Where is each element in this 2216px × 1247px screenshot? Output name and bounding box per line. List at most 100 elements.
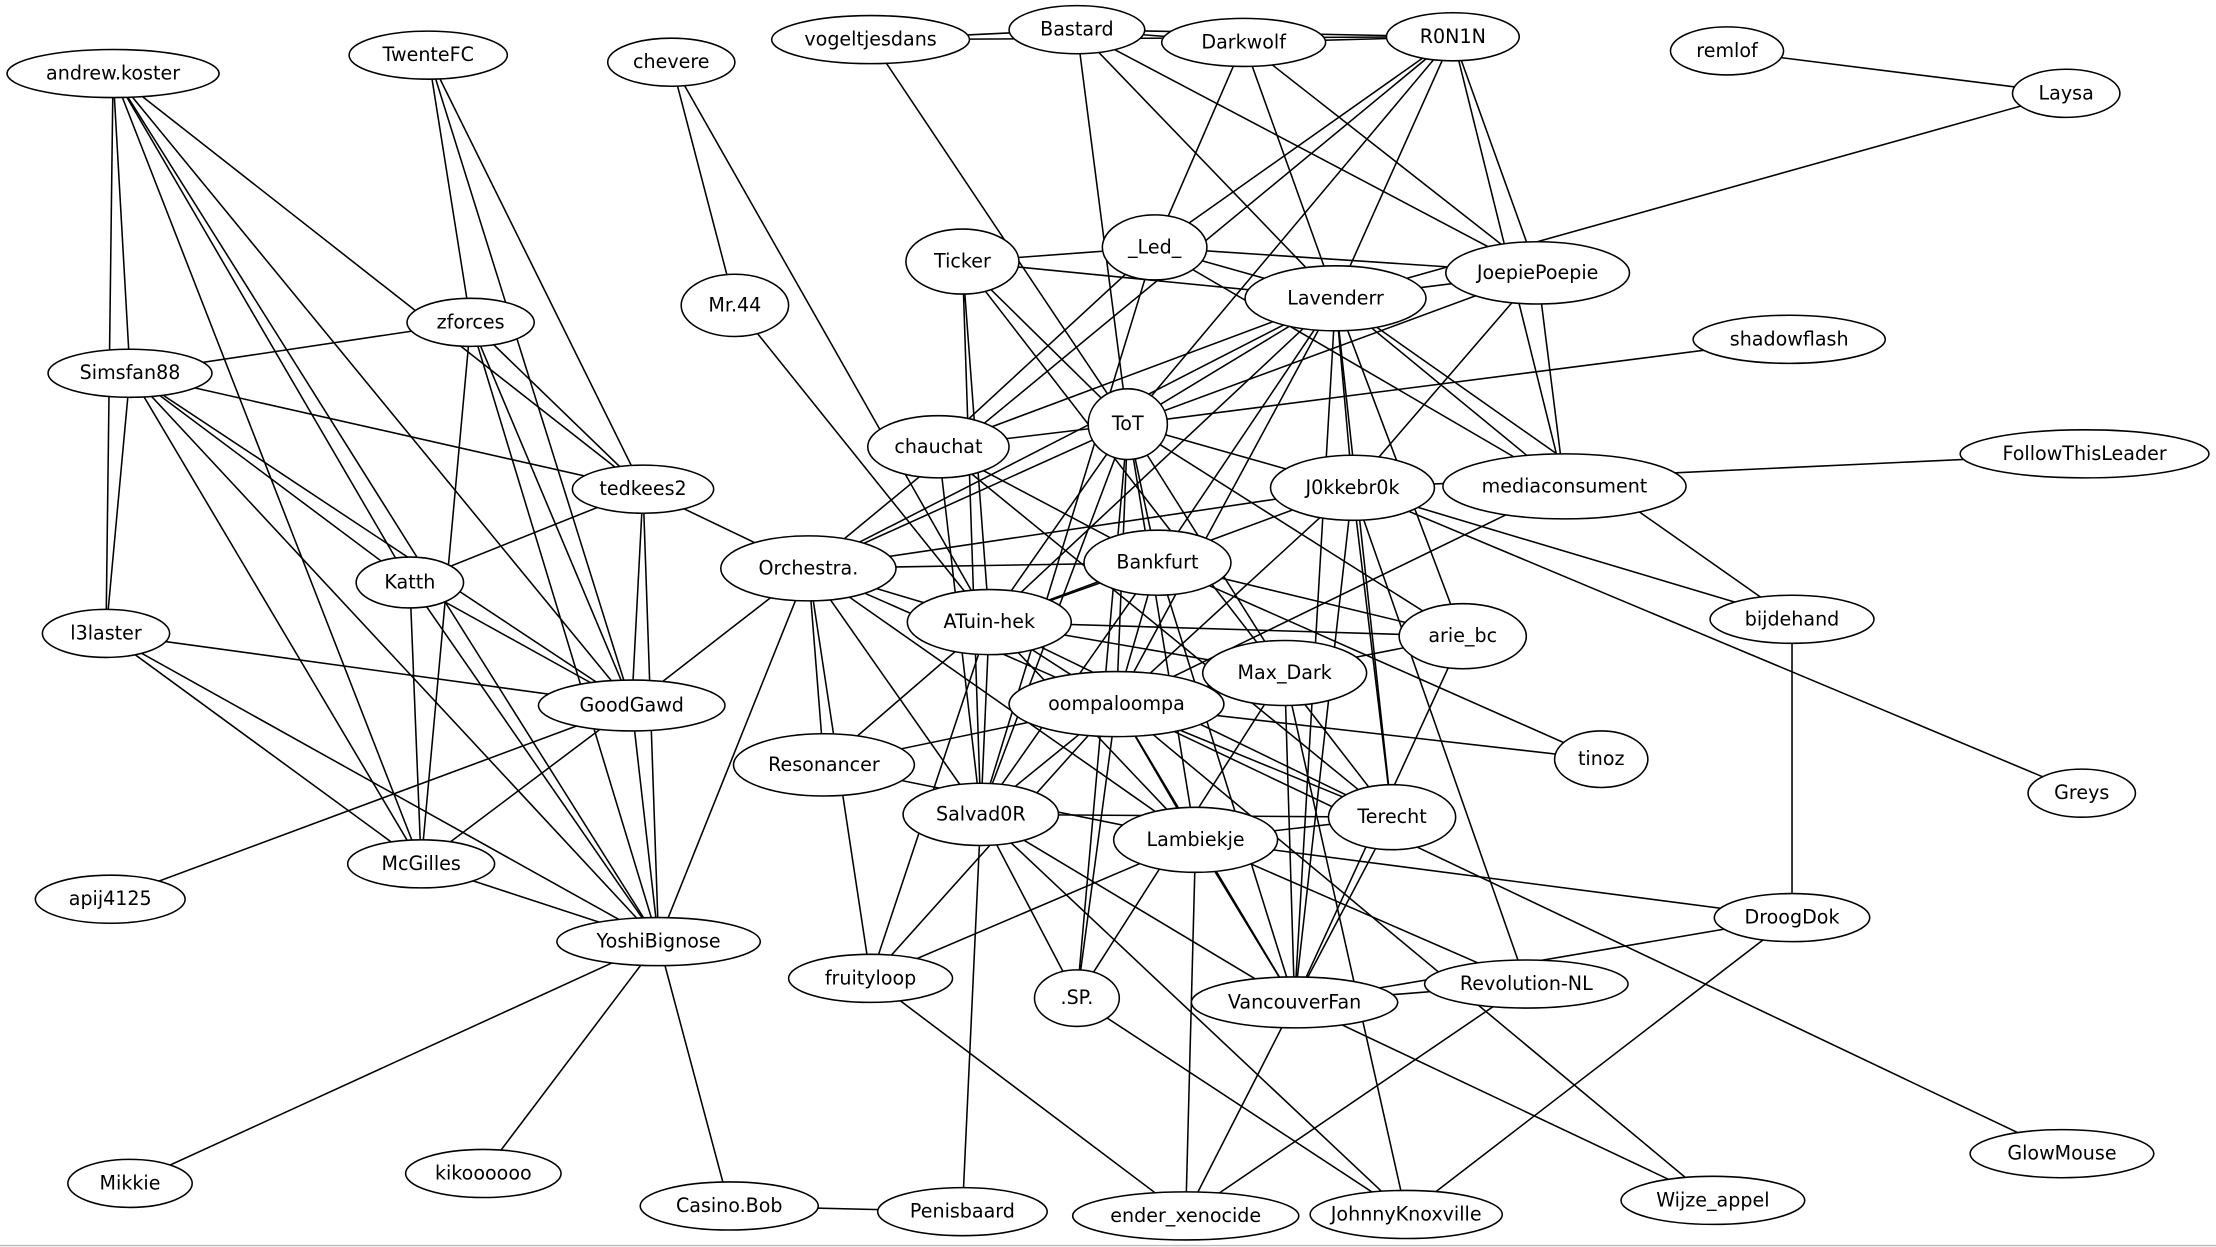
node-ellipse[interactable] <box>1713 892 1871 943</box>
node-ellipse[interactable] <box>1112 806 1279 874</box>
node-ellipse[interactable] <box>1620 1175 1806 1226</box>
node-ellipse[interactable] <box>1553 730 1649 789</box>
node-bastard[interactable]: Bastard <box>1008 4 1146 55</box>
node-ellipse[interactable] <box>537 679 726 732</box>
node-ellipse[interactable] <box>606 37 736 88</box>
node-ellipse[interactable] <box>1244 265 1427 332</box>
node-ellipse[interactable] <box>1385 11 1521 62</box>
node-ellipse[interactable] <box>34 874 186 925</box>
node-tinoz[interactable]: tinoz <box>1553 730 1649 789</box>
node-ellipse[interactable] <box>787 953 954 1004</box>
node-ellipse[interactable] <box>866 414 1010 479</box>
node-shadowflash[interactable]: shadowflash <box>1692 314 1887 365</box>
node-resonancer[interactable]: Resonancer <box>732 733 916 797</box>
node-ellipse[interactable] <box>1160 17 1327 68</box>
node-darkwolf[interactable]: Darkwolf <box>1160 17 1327 68</box>
node-ellipse[interactable] <box>1071 1191 1300 1241</box>
node-salvad0r[interactable]: Salvad0R <box>902 782 1060 847</box>
node-andrew-koster[interactable]: andrew.koster <box>6 48 220 99</box>
node-ellipse[interactable] <box>680 273 790 338</box>
node-ellipse[interactable] <box>355 556 465 609</box>
node-ellipse[interactable] <box>876 1186 1049 1237</box>
node-zforces[interactable]: zforces <box>406 297 535 348</box>
node-ellipse[interactable] <box>1327 783 1457 851</box>
node-ellipse[interactable] <box>1190 976 1399 1029</box>
node-ellipse[interactable] <box>719 535 897 602</box>
node-ellipse[interactable] <box>902 782 1060 847</box>
node-joepiepoepie[interactable]: JoepiePoepie <box>1444 240 1631 305</box>
node-ellipse[interactable] <box>905 228 1020 295</box>
node-orchestra[interactable]: Orchestra. <box>719 535 897 602</box>
node-kikoooooo[interactable]: kikoooooo <box>404 1148 562 1199</box>
node-ellipse[interactable] <box>67 1158 193 1209</box>
node-mr-44[interactable]: Mr.44 <box>680 273 790 338</box>
node-led[interactable]: _Led_ <box>1101 214 1208 281</box>
node-ellipse[interactable] <box>1201 639 1368 707</box>
node-chauchat[interactable]: chauchat <box>866 414 1010 479</box>
node-sp[interactable]: .SP. <box>1033 969 1121 1028</box>
node-ellipse[interactable] <box>1669 26 1785 76</box>
node-r0n1n[interactable]: R0N1N <box>1385 11 1521 62</box>
node-ellipse[interactable] <box>1008 4 1146 55</box>
node-ellipse[interactable] <box>1008 670 1225 738</box>
node-ellipse[interactable] <box>1423 959 1629 1009</box>
node-ellipse[interactable] <box>906 588 1073 656</box>
node-ellipse[interactable] <box>404 1148 562 1199</box>
node-mediaconsument[interactable]: mediaconsument <box>1442 453 1687 520</box>
node-twentefc[interactable]: TwenteFC <box>348 30 509 80</box>
node-lambiekje[interactable]: Lambiekje <box>1112 806 1279 874</box>
node-penisbaard[interactable]: Penisbaard <box>876 1186 1049 1237</box>
node-revolution-nl[interactable]: Revolution-NL <box>1423 959 1629 1009</box>
node-katth[interactable]: Katth <box>355 556 465 609</box>
node-ellipse[interactable] <box>2011 68 2121 119</box>
node-ellipse[interactable] <box>571 464 715 514</box>
node-atuin-hek[interactable]: ATuin-hek <box>906 588 1073 656</box>
node-ellipse[interactable] <box>346 839 496 889</box>
node-ellipse[interactable] <box>47 348 213 399</box>
node-ellipse[interactable] <box>1087 388 1169 461</box>
node-glowmouse[interactable]: GlowMouse <box>1969 1128 2155 1179</box>
node-ellipse[interactable] <box>1033 969 1121 1028</box>
node-ellipse[interactable] <box>1442 453 1687 520</box>
node-goodgawd[interactable]: GoodGawd <box>537 679 726 732</box>
node-ellipse[interactable] <box>1083 529 1232 597</box>
node-yoshibignose[interactable]: YoshiBignose <box>556 916 762 967</box>
node-wijze-appel[interactable]: Wijze_appel <box>1620 1175 1806 1226</box>
node-apij4125[interactable]: apij4125 <box>34 874 186 925</box>
node-ellipse[interactable] <box>1959 429 2210 479</box>
node-ellipse[interactable] <box>406 297 535 348</box>
node-mikkie[interactable]: Mikkie <box>67 1158 193 1209</box>
node-mcgilles[interactable]: McGilles <box>346 839 496 889</box>
node-ellipse[interactable] <box>639 1181 820 1231</box>
node-simsfan88[interactable]: Simsfan88 <box>47 348 213 399</box>
node-max-dark[interactable]: Max_Dark <box>1201 639 1368 707</box>
node-ellipse[interactable] <box>1969 1128 2155 1179</box>
node-ellipse[interactable] <box>1398 602 1528 670</box>
node-l3laster[interactable]: l3laster <box>41 608 171 659</box>
node-ticker[interactable]: Ticker <box>905 228 1020 295</box>
node-ellipse[interactable] <box>2027 768 2137 818</box>
node-arie-bc[interactable]: arie_bc <box>1398 602 1528 670</box>
node-remlof[interactable]: remlof <box>1669 26 1785 76</box>
node-ellipse[interactable] <box>1101 214 1208 281</box>
node-ender-xenocide[interactable]: ender_xenocide <box>1071 1191 1300 1241</box>
node-ellipse[interactable] <box>770 14 971 65</box>
node-ellipse[interactable] <box>732 733 916 797</box>
node-chevere[interactable]: chevere <box>606 37 736 88</box>
node-laysa[interactable]: Laysa <box>2011 68 2121 119</box>
node-tedkees2[interactable]: tedkees2 <box>571 464 715 514</box>
node-casino-bob[interactable]: Casino.Bob <box>639 1181 820 1231</box>
node-ellipse[interactable] <box>1444 240 1631 305</box>
node-droogdok[interactable]: DroogDok <box>1713 892 1871 943</box>
node-fruityloop[interactable]: fruityloop <box>787 953 954 1004</box>
node-bijdehand[interactable]: bijdehand <box>1709 594 1875 645</box>
node-terecht[interactable]: Terecht <box>1327 783 1457 851</box>
node-ellipse[interactable] <box>1269 454 1436 522</box>
node-greys[interactable]: Greys <box>2027 768 2137 818</box>
node-ellipse[interactable] <box>1309 1189 1504 1240</box>
node-oompaloompa[interactable]: oompaloompa <box>1008 670 1225 738</box>
node-ellipse[interactable] <box>6 48 220 99</box>
node-ellipse[interactable] <box>1709 594 1875 645</box>
node-j0kkebr0k[interactable]: J0kkebr0k <box>1269 454 1436 522</box>
node-bankfurt[interactable]: Bankfurt <box>1083 529 1232 597</box>
